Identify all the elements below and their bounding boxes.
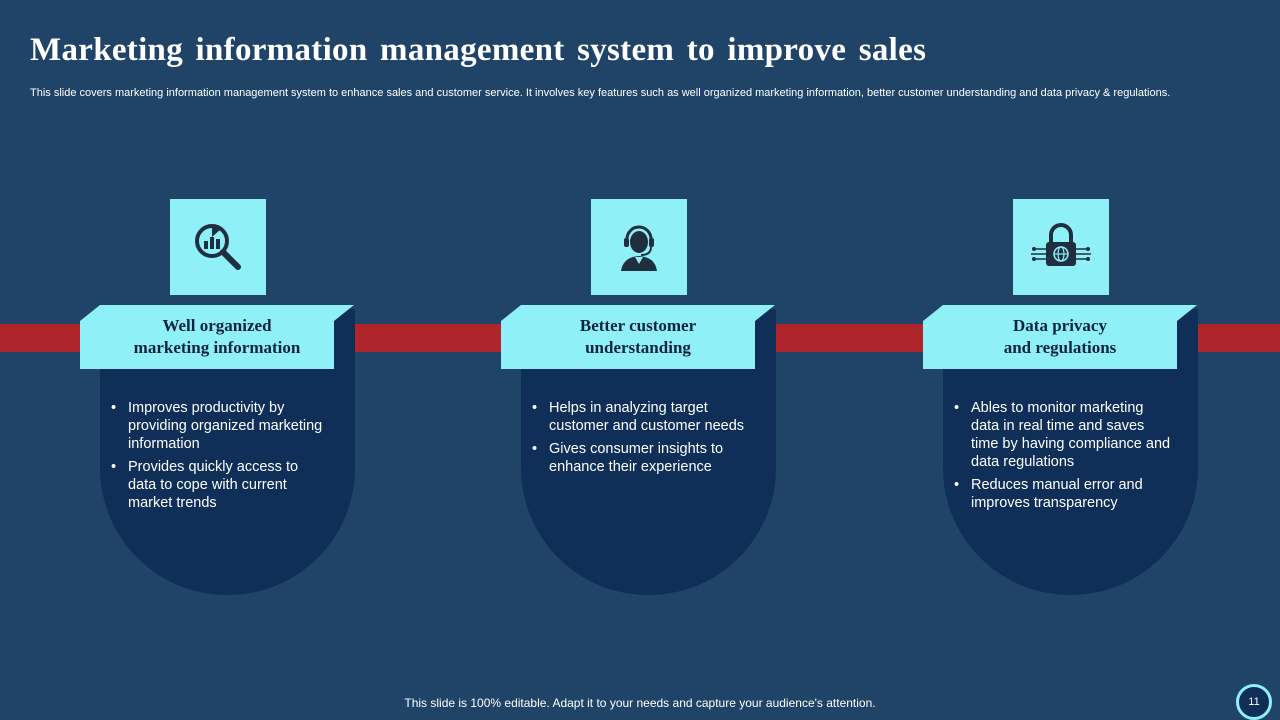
list-item: Reduces manual error and improves transp…: [951, 476, 1171, 512]
card-header: Better customer understanding: [501, 305, 775, 369]
list-item: Gives consumer insights to enhance their…: [529, 440, 749, 476]
bullet-list: Ables to monitor marketing data in real …: [951, 399, 1171, 517]
card-heading-line2: and regulations: [1003, 338, 1117, 357]
card-heading-line1: Better customer: [579, 316, 697, 335]
page-number-badge: 11: [1236, 684, 1272, 720]
data-lock-icon: [1031, 223, 1091, 266]
card-heading: Well organized marketing information: [102, 315, 332, 359]
icon-box: [1013, 199, 1109, 295]
magnifier-chart-icon: [195, 224, 241, 270]
card-header: Well organized marketing information: [80, 305, 354, 369]
feature-card-organized-info: Well organized marketing information Imp…: [80, 199, 360, 599]
card-header: Data privacy and regulations: [923, 305, 1197, 369]
list-item: Provides quickly access to data to cope …: [108, 458, 328, 512]
card-heading: Data privacy and regulations: [945, 315, 1175, 359]
footer-note: This slide is 100% editable. Adapt it to…: [404, 696, 876, 710]
slide-title: Marketing information management system …: [30, 32, 927, 68]
bullet-list: Improves productivity by providing organ…: [108, 399, 328, 517]
list-item: Helps in analyzing target customer and c…: [529, 399, 749, 435]
card-heading-line2: marketing information: [133, 338, 301, 357]
slide-subtitle: This slide covers marketing information …: [30, 87, 1171, 99]
card-heading: Better customer understanding: [523, 315, 753, 359]
feature-card-data-privacy: Data privacy and regulations Ables to mo…: [923, 199, 1203, 599]
list-item: Ables to monitor marketing data in real …: [951, 399, 1171, 471]
card-heading-line2: understanding: [585, 338, 691, 357]
list-item: Improves productivity by providing organ…: [108, 399, 328, 453]
customer-support-icon: [621, 225, 657, 271]
bullet-list: Helps in analyzing target customer and c…: [529, 399, 749, 481]
card-heading-line1: Data privacy: [1013, 316, 1107, 335]
feature-card-customer-understanding: Better customer understanding Helps in a…: [501, 199, 781, 599]
icon-box: [591, 199, 687, 295]
card-heading-line1: Well organized: [162, 316, 272, 335]
icon-box: [170, 199, 266, 295]
